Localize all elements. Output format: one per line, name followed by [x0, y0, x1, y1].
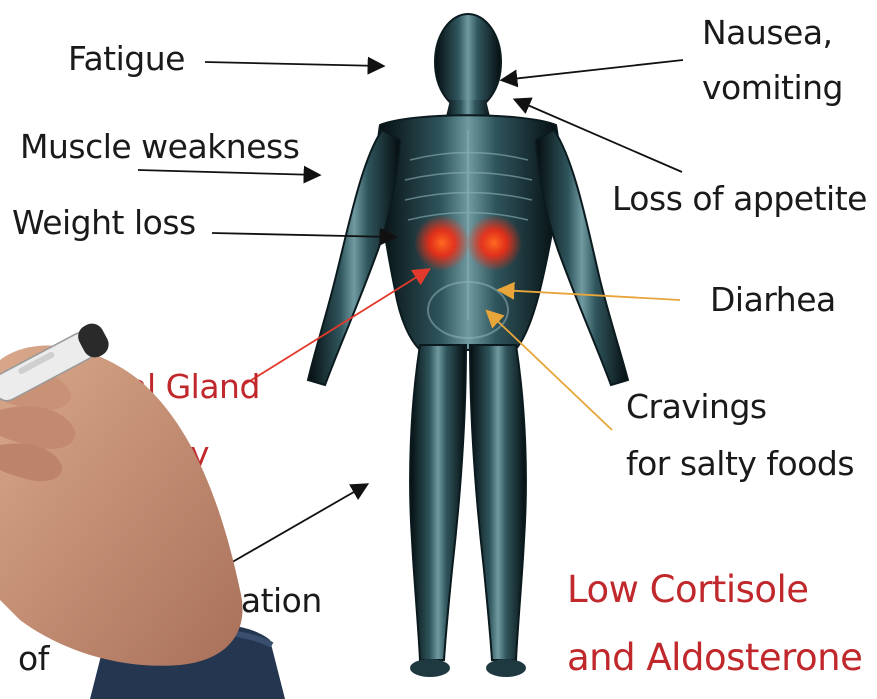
label-diarhea: Diarhea [710, 280, 836, 319]
arrow-muscle-weakness [138, 170, 318, 175]
label-loss-of-appetite: Loss of appetite [612, 179, 867, 218]
label-pigmentation-line2: of [18, 639, 51, 678]
label-nausea-line1: Nausea, [702, 13, 833, 52]
label-cravings-line2: for salty foods [626, 444, 854, 483]
label-low-cortisol-line1: Low Cortisole [567, 568, 809, 611]
arrow-pigmentation [215, 485, 366, 572]
label-weight-loss: Weight loss [12, 203, 196, 242]
label-fatigue: Fatigue [68, 39, 185, 78]
arrow-fatigue [205, 62, 382, 66]
label-low-cortisol-line2: and Aldosterone [567, 636, 862, 679]
label-cravings-line1: Cravings [626, 387, 767, 426]
label-muscle-weakness: Muscle weakness [20, 127, 299, 166]
label-nausea-line2: vomiting [702, 68, 843, 107]
arrow-nausea [503, 60, 683, 80]
